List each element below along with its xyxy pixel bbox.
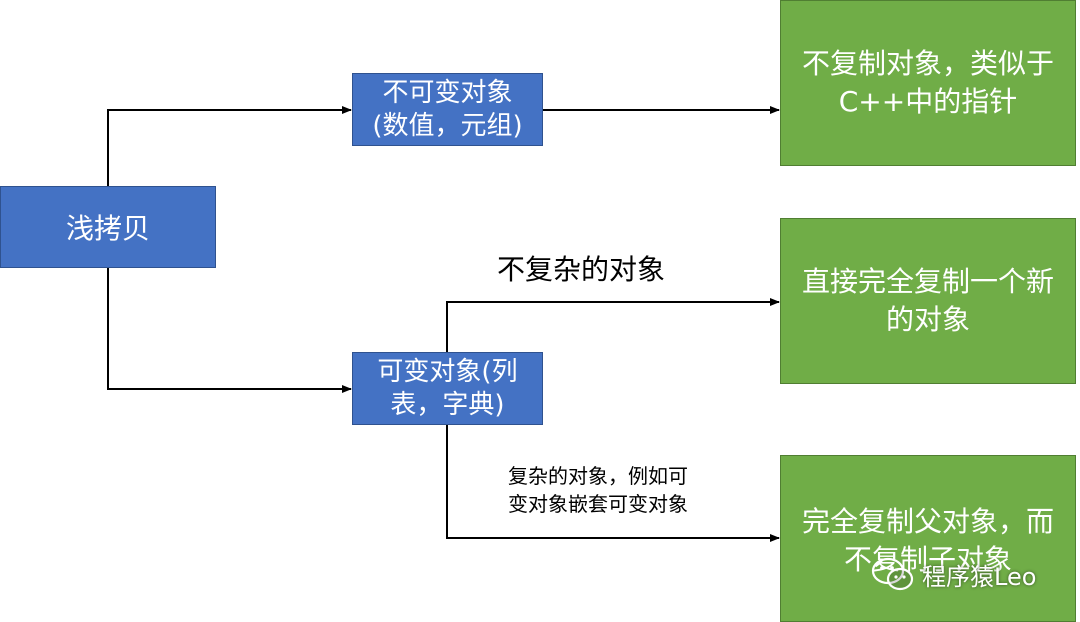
node-no-copy-text: 不复制对象，类似于 C++中的指针 [801,47,1054,118]
node-parent-copy: 完全复制父对象，而 不复制子对象 [780,455,1076,622]
node-mutable-objects: 可变对象(列 表，字典) [352,352,543,425]
node-shallow-copy-text: 浅拷贝 [65,212,150,245]
wechat-icon [871,557,914,591]
edge-label-simple-objects: 不复杂的对象 [497,253,666,286]
node-mutable-objects-text: 可变对象(列 表，字典) [377,356,518,420]
connector-mutable-to-parent-copy [446,425,780,542]
connector-mutable-to-full-copy [446,298,780,352]
node-full-copy-text: 直接完全复制一个新 的对象 [801,265,1054,336]
node-shallow-copy: 浅拷贝 [0,186,216,268]
watermark-text: 程序猿Leo [922,562,1037,591]
node-no-copy: 不复制对象，类似于 C++中的指针 [780,0,1076,166]
edge-label-complex-objects: 复杂的对象，例如可 变对象嵌套可变对象 [508,464,688,516]
connector-shallow-to-mutable [107,268,352,393]
node-immutable-objects-text: 不可变对象 (数值，元组) [372,77,523,141]
watermark: 程序猿Leo [870,556,1036,592]
connector-shallow-to-immutable [107,106,352,186]
node-full-copy: 直接完全复制一个新 的对象 [780,218,1076,384]
node-immutable-objects: 不可变对象 (数值，元组) [352,73,543,146]
